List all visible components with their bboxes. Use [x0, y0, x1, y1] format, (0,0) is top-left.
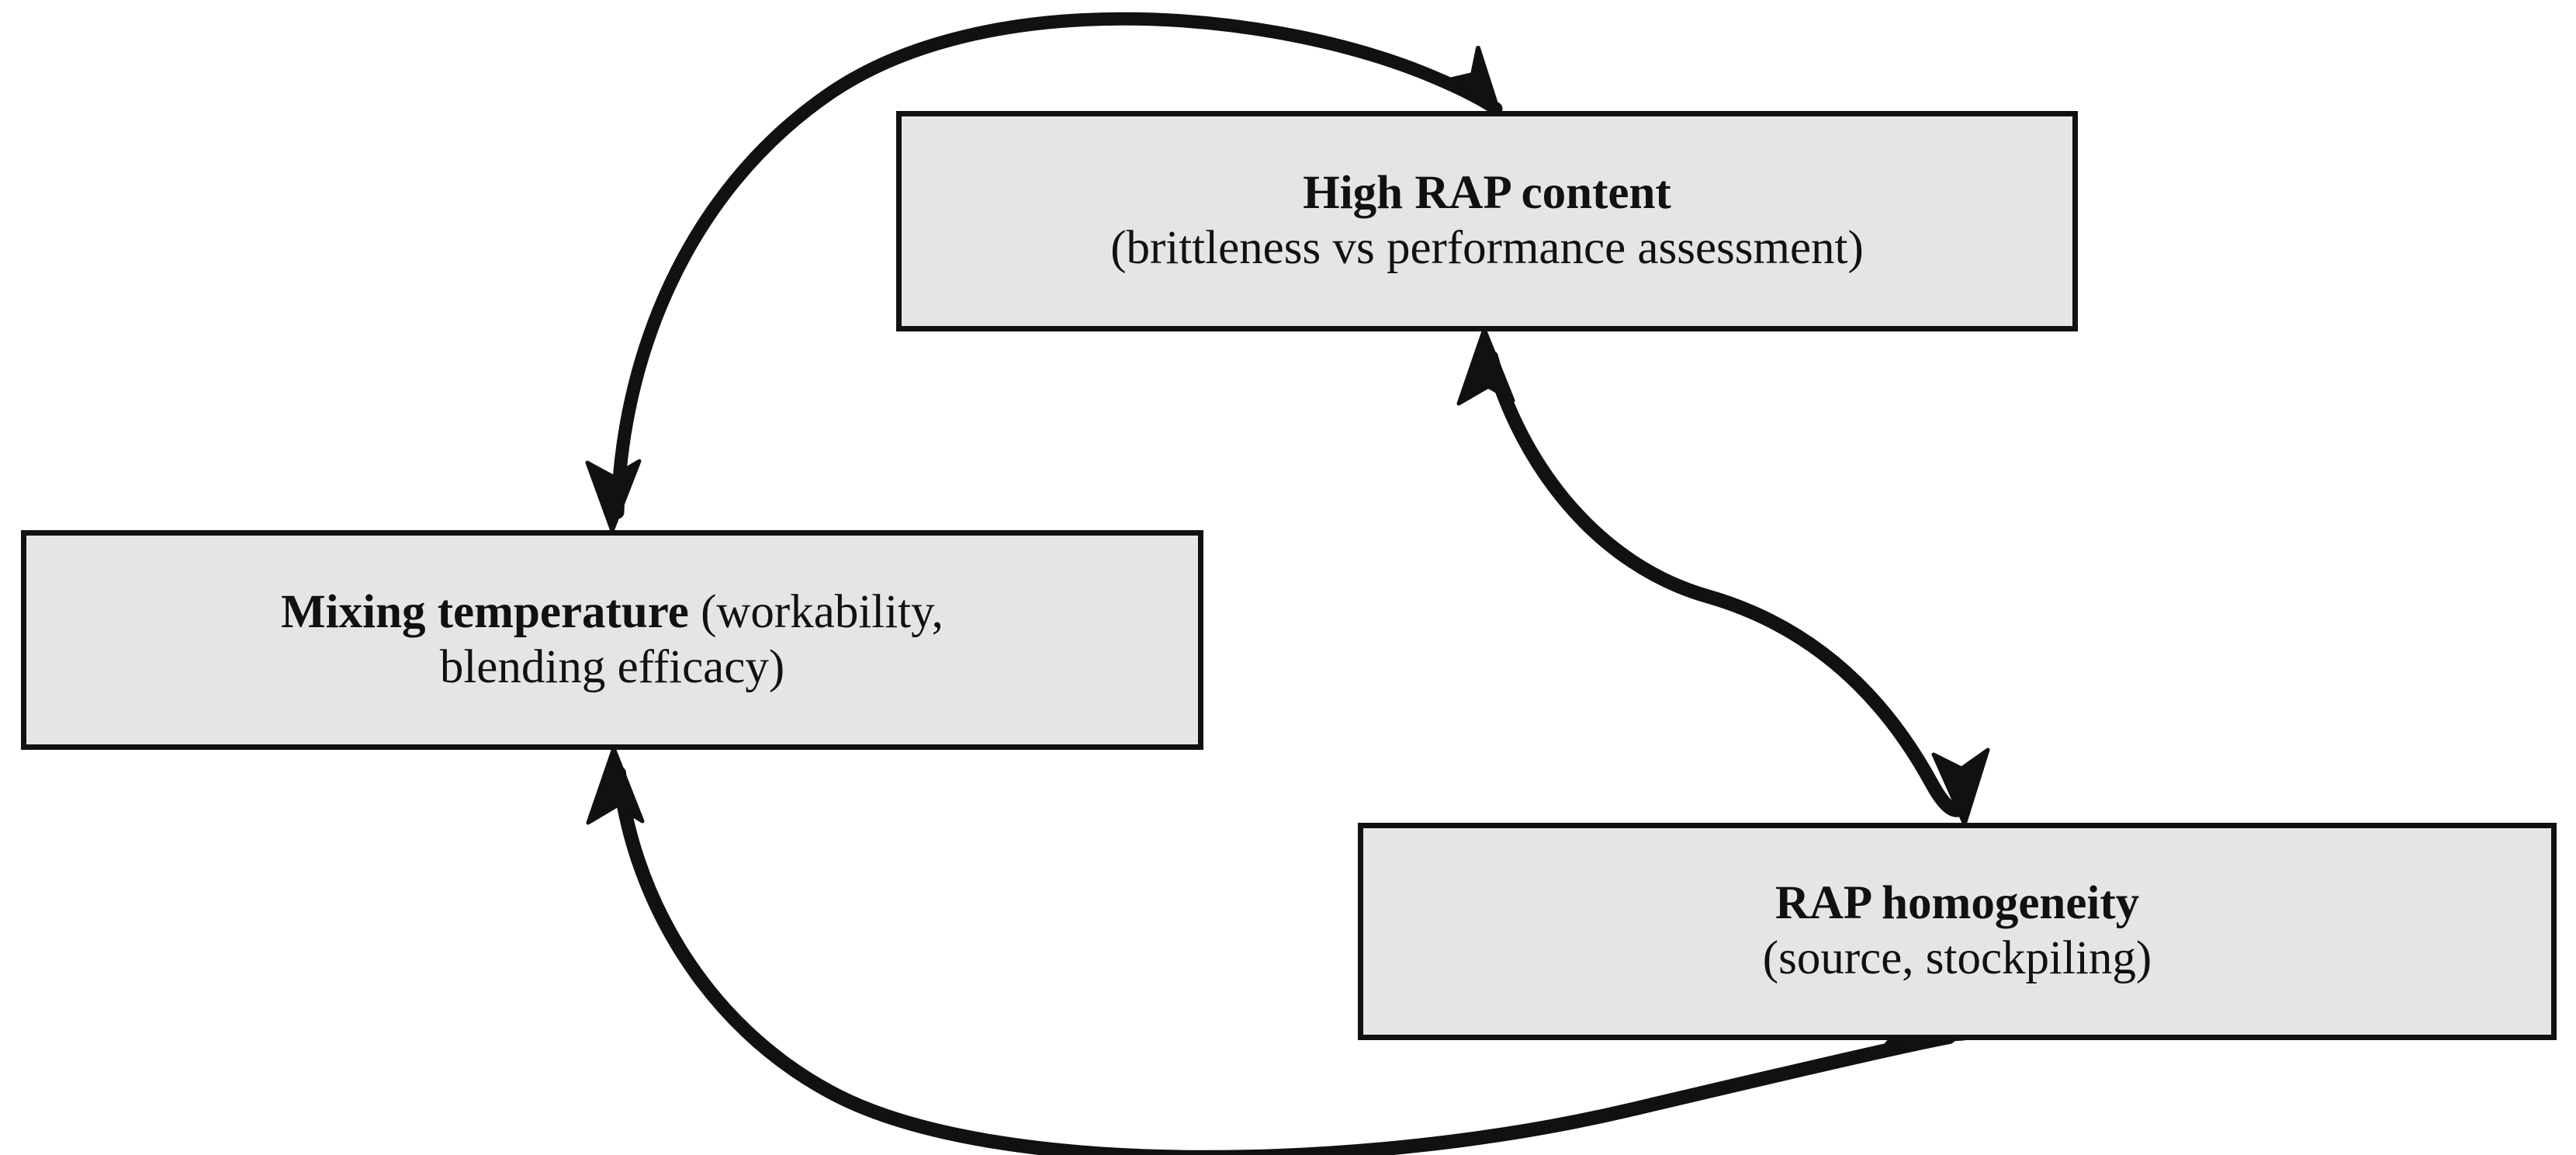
node-rap-homogeneity[interactable]: RAP homogeneity (source, stockpiling): [1358, 823, 2557, 1040]
node-high-rap-content[interactable]: High RAP content (brittleness vs perform…: [896, 111, 2078, 331]
node-mixing-temperature-subtitle-line1: [689, 586, 701, 638]
edge-arrowhead-end: [1931, 747, 1990, 827]
node-high-rap-content-title: High RAP content: [1303, 167, 1671, 220]
edge-arrowhead-start: [586, 746, 645, 825]
node-rap-homogeneity-subtitle: (source, stockpiling): [1762, 932, 2152, 984]
edge-rap-homogeneity-to-high-rap-content: [1456, 327, 1990, 827]
node-mixing-temperature-title: Mixing temperature: [281, 585, 689, 638]
edge-curve: [1484, 350, 1970, 817]
node-high-rap-content-subtitle: (brittleness vs performance assessment): [1110, 222, 1864, 274]
node-mixing-temperature-title-line: Mixing temperature (workability,: [281, 585, 943, 640]
node-rap-homogeneity-title: RAP homogeneity: [1774, 877, 2140, 930]
node-mixing-temperature-subtitle-part1: (workability,: [701, 585, 943, 638]
edge-arrowhead-start: [1456, 327, 1515, 406]
node-mixing-temperature-subtitle-line2: blending efficacy): [439, 640, 785, 693]
edge-arrowhead-end: [1447, 46, 1501, 113]
node-mixing-temperature[interactable]: Mixing temperature (workability, blendin…: [21, 530, 1203, 750]
edge-arrowhead-start: [585, 459, 642, 533]
